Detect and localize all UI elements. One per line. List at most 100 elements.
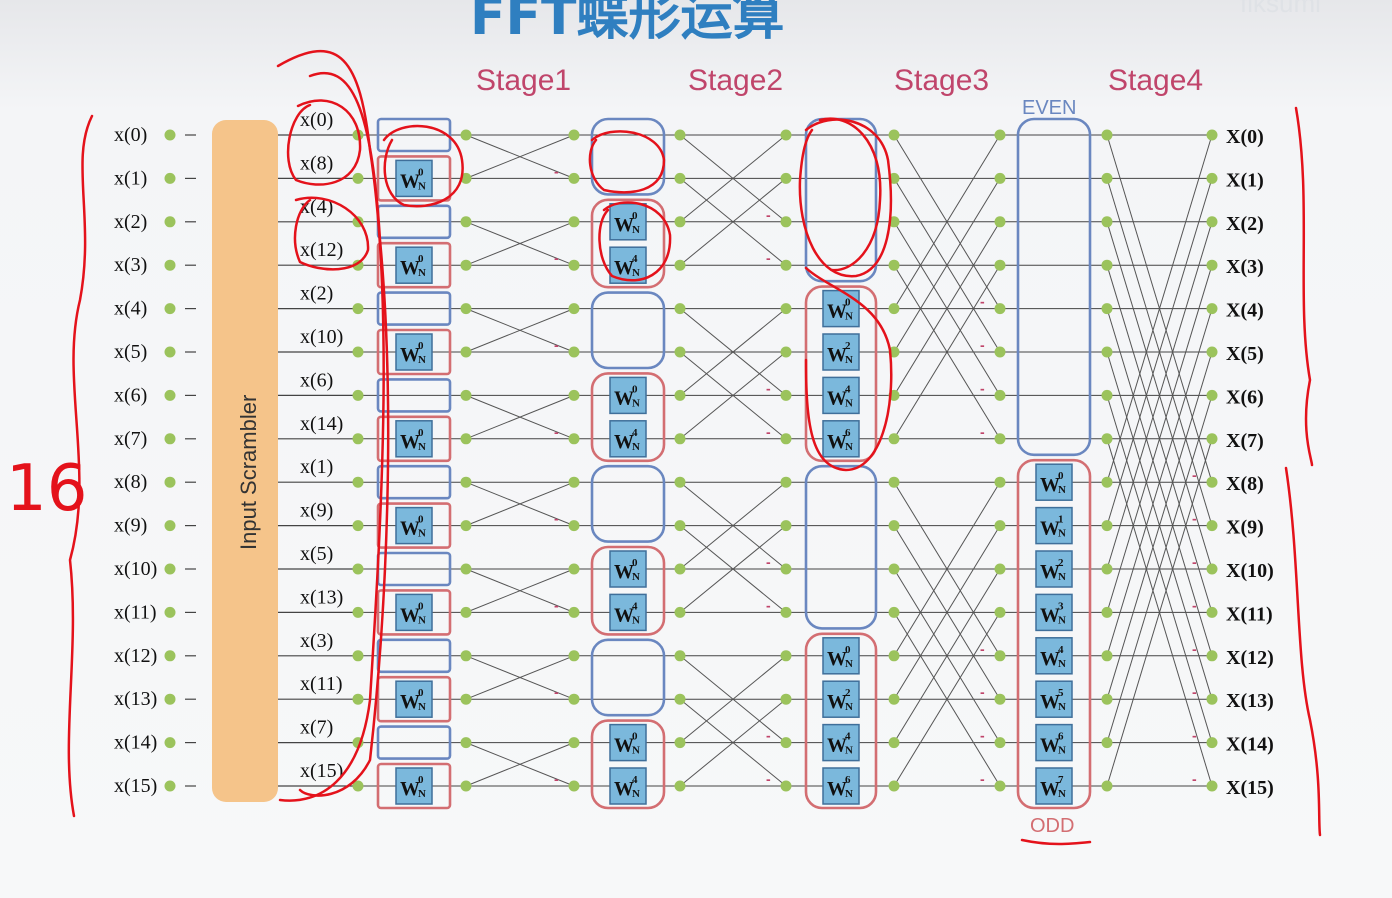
node-dot [1101,737,1113,749]
minus-sign: - [1192,641,1197,657]
butterfly-cross [1106,178,1213,526]
svg-text:N: N [632,224,640,236]
scrambled-label: x(12) [300,239,343,261]
input-label: x(8) [114,471,147,493]
twiddle-factor: W6N [822,420,860,458]
node-dot [994,346,1006,358]
odd-group-box [376,589,452,636]
output-label: X(15) [1226,777,1274,799]
annotation-circle [298,71,390,797]
input-label: x(5) [114,341,147,363]
node-dot [164,433,176,445]
node-dot [1101,216,1113,228]
minus-sign: - [1192,511,1197,527]
butterfly-cross [893,264,1001,440]
node-dot [460,650,472,662]
twiddle-factor: W0N [395,333,433,371]
butterfly-cross [893,525,1001,700]
svg-text:0: 0 [418,340,424,352]
node-dot [780,606,792,618]
output-label: X(2) [1226,213,1264,235]
node-dot [674,476,686,488]
odd-group-box [376,415,452,463]
even-group-box [376,378,452,413]
node-dot [1206,389,1218,401]
annotation-16: 16 [6,452,87,526]
svg-text:0: 0 [1058,470,1064,482]
node-dot [994,172,1006,184]
node-dot [674,737,686,749]
node-dot [994,650,1006,662]
butterfly-cross [465,394,575,440]
odd-group-box [590,198,666,289]
even-group-box [376,291,452,326]
node-dot [164,259,176,271]
output-label: X(8) [1226,473,1264,495]
svg-text:W: W [827,301,847,323]
node-dot [674,172,686,184]
svg-text:6: 6 [1058,731,1064,743]
node-dot [1206,780,1218,792]
input-label: x(7) [114,428,147,450]
twiddle-factor: W4N [609,420,647,458]
svg-text:W: W [827,344,847,366]
scrambled-label: x(3) [300,630,333,652]
node-dot [460,433,472,445]
input-label: x(4) [114,298,147,320]
output-label: X(3) [1226,256,1264,278]
node-dot [994,129,1006,141]
node-dot [460,606,472,618]
input-label: x(15) [114,775,157,797]
node-dot [460,693,472,705]
input-label: x(10) [114,558,157,580]
twiddle-factor: W4N [822,723,860,762]
svg-text:N: N [418,788,426,800]
twiddle-factor: W0N [1035,463,1073,501]
butterfly-cross [1106,395,1213,743]
svg-text:N: N [1058,528,1066,540]
svg-text:N: N [632,788,640,800]
minus-sign: - [766,728,771,744]
twiddle-factor: W2N [822,333,860,371]
butterfly-cross [1106,134,1213,483]
even-group-box [376,638,452,674]
node-dot [780,563,792,575]
svg-text:0: 0 [418,166,424,178]
svg-text:0: 0 [845,297,851,309]
minus-sign: - [554,163,559,179]
svg-text:4: 4 [632,253,638,265]
svg-text:W: W [614,257,634,279]
butterfly-cross [679,525,787,613]
node-dot [888,129,900,141]
svg-text:N: N [418,614,426,626]
minus-sign: - [980,337,985,353]
minus-sign: - [554,771,559,787]
twiddle-factor: W0N [609,550,647,588]
input-scrambler-bar [212,120,278,802]
node-dot [1206,650,1218,662]
node-dot [568,259,580,271]
node-dot [994,693,1006,705]
node-dot [164,563,176,575]
svg-text:W: W [1040,474,1060,496]
node-dot [1101,433,1113,445]
butterfly-cross [679,351,787,440]
node-dot [888,259,900,271]
svg-text:W: W [400,431,420,453]
minus-sign: - [980,424,985,440]
node-dot [780,476,792,488]
annotation-circle [276,49,385,802]
butterfly-cross [679,178,787,266]
svg-text:W: W [1040,561,1060,583]
svg-text:W: W [1040,518,1060,540]
twiddle-factor: W0N [395,680,433,718]
output-label: X(4) [1226,300,1264,322]
node-dot [780,172,792,184]
scrambled-label: x(6) [300,369,333,391]
watermark: fiksumi [1240,0,1321,18]
node-dot [1101,259,1113,271]
node-dot [1206,259,1218,271]
odd-group-box [1016,458,1092,810]
odd-group-box [590,545,666,636]
node-dot [674,433,686,445]
